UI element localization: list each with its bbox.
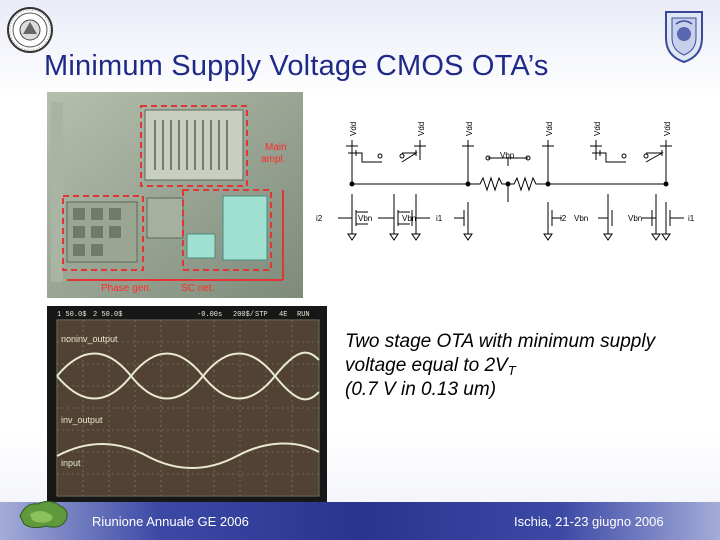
ota-schematic: Vdd Vdd Vdd Vdd Vdd Vdd Vbp: [316, 122, 695, 241]
i2-label-mid: i2: [560, 214, 567, 223]
caption-tail: (0.7 V in 0.13 um): [345, 379, 497, 400]
chip-label-ampl: ampl.: [261, 154, 285, 165]
scope-ch2-setting: 2 50.0$: [93, 311, 122, 319]
trace-inv-wave: [56, 351, 320, 400]
scope-trigger: 4E: [279, 311, 287, 319]
chip-label-phase: Phase gen.: [101, 283, 152, 294]
slide-caption: Two stage OTA with minimum supply voltag…: [345, 330, 705, 402]
scope-ch1-setting: 1 50.0$: [57, 311, 86, 319]
footer-location-date: Ischia, 21-23 giugno 2006: [514, 514, 664, 529]
footer-event: Riunione Annuale GE 2006: [92, 514, 249, 529]
vbp-label: Vbp: [500, 151, 515, 160]
map-logo: [19, 500, 68, 529]
vbn-label-2: Vbn: [402, 214, 416, 223]
vbn-label-3: Vbn: [574, 214, 588, 223]
vdd-label-3: Vdd: [465, 122, 474, 136]
chip-micrograph: Main ampl. Phase gen. SC net.: [47, 92, 303, 298]
trace-label-noninv: noninv_output: [61, 334, 118, 344]
scope-mode: STP: [255, 311, 268, 319]
trace-input-wave: [56, 442, 320, 469]
chip-label-sc: SC net.: [181, 283, 214, 294]
scope-run-state: RUN: [297, 311, 310, 319]
shield-logo: [665, 11, 703, 64]
scope-time-div: 200$/: [233, 311, 254, 319]
chip-label-main: Main: [265, 142, 287, 153]
scope-time-offset: -0.00s: [197, 311, 222, 319]
oscilloscope-capture: 1 50.0$ 2 50.0$ -0.00s 200$/ STP 4E RUN …: [47, 306, 327, 502]
vdd-label-6: Vdd: [663, 122, 672, 136]
vdd-label-2: Vdd: [417, 122, 426, 136]
i1-label-mid: i1: [436, 214, 443, 223]
trace-noninv-wave: [56, 352, 320, 401]
trace-label-inv: inv_output: [61, 415, 103, 425]
trace-label-input: input: [61, 458, 81, 468]
i2-label-left: i2: [316, 214, 323, 223]
footer-bar: [0, 502, 720, 540]
slide-title: Minimum Supply Voltage CMOS OTA’s: [44, 50, 549, 82]
vdd-label-5: Vdd: [593, 122, 602, 136]
i1-label-right: i1: [688, 214, 695, 223]
caption-subscript: T: [507, 363, 516, 378]
vbn-label-1: Vbn: [358, 214, 372, 223]
vdd-label-1: Vdd: [349, 122, 358, 136]
vdd-label-4: Vdd: [545, 122, 554, 136]
university-seal-logo: [7, 7, 53, 53]
caption-main: Two stage OTA with minimum supply voltag…: [345, 331, 656, 376]
vbn-label-4: Vbn: [628, 214, 642, 223]
